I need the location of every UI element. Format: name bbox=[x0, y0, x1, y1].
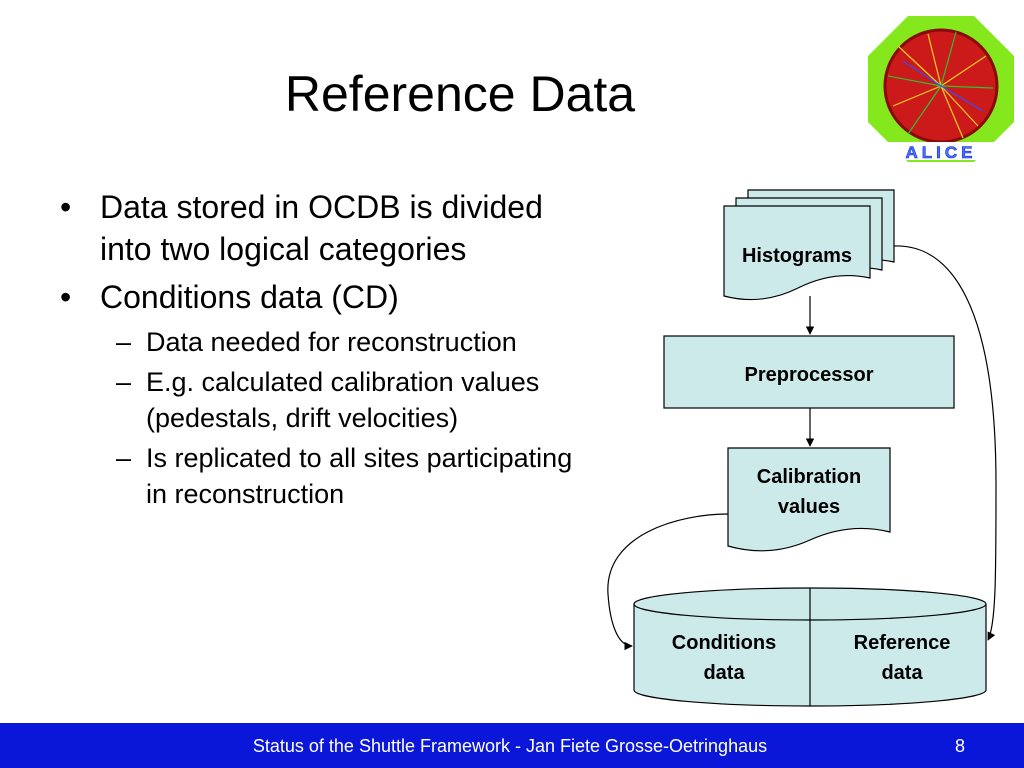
conditions-label-line2: data bbox=[703, 662, 745, 684]
database-node: Conditions data Reference data bbox=[633, 587, 987, 707]
calibration-label-line1: Calibration bbox=[757, 466, 861, 488]
arrow-histograms-reference bbox=[893, 245, 997, 641]
bullet-item: Conditions data (CD) bbox=[60, 276, 600, 318]
page-number: 8 bbox=[954, 736, 965, 756]
footer-text: Status of the Shuttle Framework - Jan Fi… bbox=[252, 736, 768, 756]
sub-bullet-item: E.g. calculated calibration values (pede… bbox=[60, 364, 600, 436]
conditions-label-line1: Conditions bbox=[672, 632, 776, 654]
bullet-item: Data stored in OCDB is divided into two … bbox=[60, 186, 600, 270]
histograms-label: Histograms bbox=[742, 245, 852, 267]
reference-label-line1: Reference bbox=[854, 632, 951, 654]
preprocessor-node: Preprocessor bbox=[663, 335, 955, 409]
bullet-list: Data stored in OCDB is divided into two … bbox=[60, 186, 600, 516]
histograms-node: Histograms bbox=[723, 189, 895, 301]
slide-title: Reference Data bbox=[284, 66, 636, 122]
preprocessor-label: Preprocessor bbox=[745, 364, 874, 386]
sub-bullet-item: Data needed for reconstruction bbox=[60, 324, 600, 360]
arrow-calibration-conditions bbox=[607, 513, 729, 651]
alice-logo-text: ALICE bbox=[906, 143, 977, 162]
reference-label-line2: data bbox=[881, 662, 923, 684]
calibration-node: Calibration values bbox=[727, 447, 891, 552]
flow-diagram: Histograms Preprocessor Calibration valu… bbox=[607, 189, 997, 707]
alice-logo-icon: ALICE bbox=[868, 16, 1014, 162]
sub-bullet-item: Is replicated to all sites participating… bbox=[60, 440, 600, 512]
footer-bar: Status of the Shuttle Framework - Jan Fi… bbox=[0, 723, 1024, 768]
calibration-label-line2: values bbox=[778, 496, 840, 518]
